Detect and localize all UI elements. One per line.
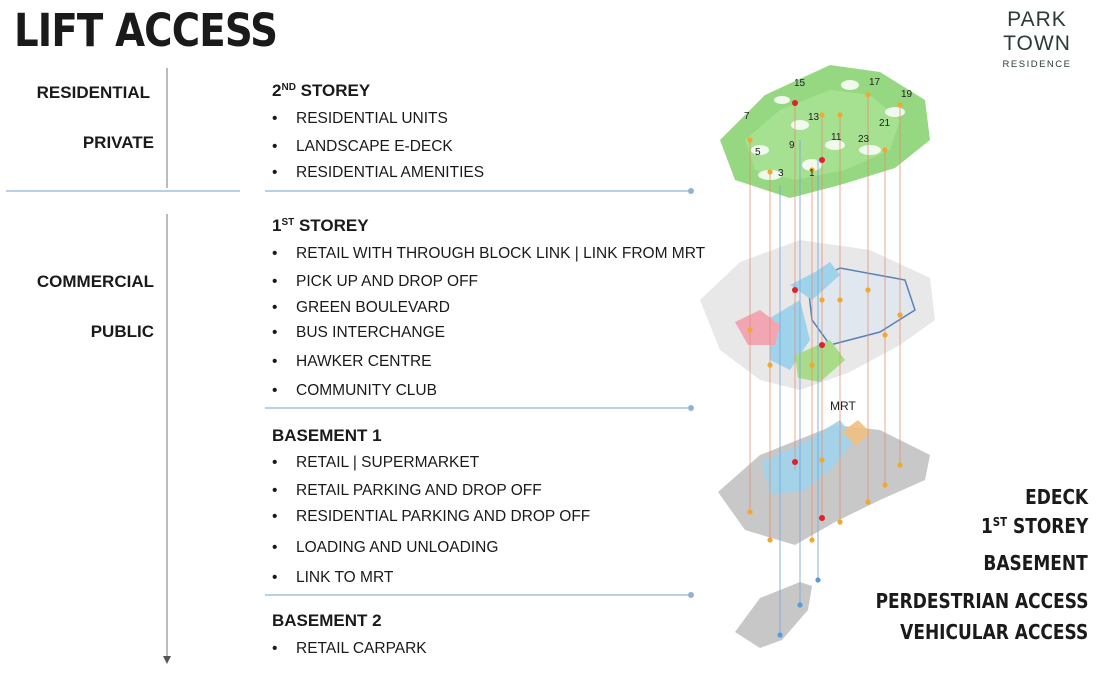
unit-label: 19 [901,89,913,100]
basement-retail-blue [762,420,855,495]
legend-first-storey: 1ST STOREY [980,514,1088,538]
list-item: •LINK TO MRT [272,569,394,586]
list-item: •LANDSCAPE E-DECK [272,138,453,155]
unit-label: 1 [809,168,815,179]
logo-line-3: RESIDENCE [1002,59,1072,70]
edeck-inner [745,90,900,180]
logo-line-1: PARK [1007,8,1067,31]
heading-basement-2: BASEMENT 2 [272,611,382,630]
label-residential: RESIDENTIAL [36,83,150,102]
heading-basement-1: BASEMENT 1 [272,426,382,445]
page-title: LIFT ACCESS [14,4,278,57]
unit-label: 21 [879,118,891,129]
list-item: •GREEN BOULEVARD [272,299,450,316]
basement-1-slab [718,425,930,545]
legend-pedestrian-access: PERDESTRIAN ACCESS [875,589,1088,613]
unit-label: 7 [744,111,750,122]
unit-label: 13 [808,112,820,123]
bus-interchange [807,267,916,346]
label-private: PRIVATE [82,133,154,152]
list-item: •HAWKER CENTRE [272,353,432,370]
unit-label: 11 [831,132,842,143]
list-item: •RETAIL WITH THROUGH BLOCK LINK | LINK F… [272,245,706,262]
unit-label: 15 [794,78,806,89]
list-item: •RESIDENTIAL PARKING AND DROP OFF [272,508,591,525]
basement-2-slab [735,582,812,648]
list-item: •RESIDENTIAL UNITS [272,110,448,127]
hawker-green [795,340,845,382]
mrt-orange-block [842,420,870,446]
park-town-logo: PARK TOWN RESIDENCE [992,8,1082,70]
logo-line-2: TOWN [1003,32,1071,55]
legend-vehicular-access: VEHICULAR ACCESS [899,620,1088,644]
list-item: •BUS INTERCHANGE [272,324,445,341]
unit-label: 9 [789,140,795,151]
list-item: •RETAIL | SUPERMARKET [272,454,480,471]
retail-blue-top [790,262,840,300]
list-item: •RETAIL CARPARK [272,640,427,657]
list-item: •RETAIL PARKING AND DROP OFF [272,482,542,499]
label-commercial: COMMERCIAL [36,272,154,291]
unit-label: 17 [869,77,881,88]
unit-label: 3 [778,168,784,179]
list-item: •RESIDENTIAL AMENITIES [272,164,485,181]
legend-edeck: EDECK [1025,485,1088,509]
unit-label: 23 [858,134,870,145]
list-item: •COMMUNITY CLUB [272,382,437,399]
unit-label: 5 [755,147,761,158]
label-public: PUBLIC [90,322,154,341]
list-item: •LOADING AND UNLOADING [272,539,499,556]
mrt-label: MRT [830,399,856,413]
heading-1st-storey: 1ST STOREY [272,216,369,235]
legend-basement: BASEMENT [983,551,1088,575]
heading-2nd-storey: 2ND STOREY [272,81,371,100]
list-item: •PICK UP AND DROP OFF [272,273,479,290]
pink-block [735,310,780,345]
